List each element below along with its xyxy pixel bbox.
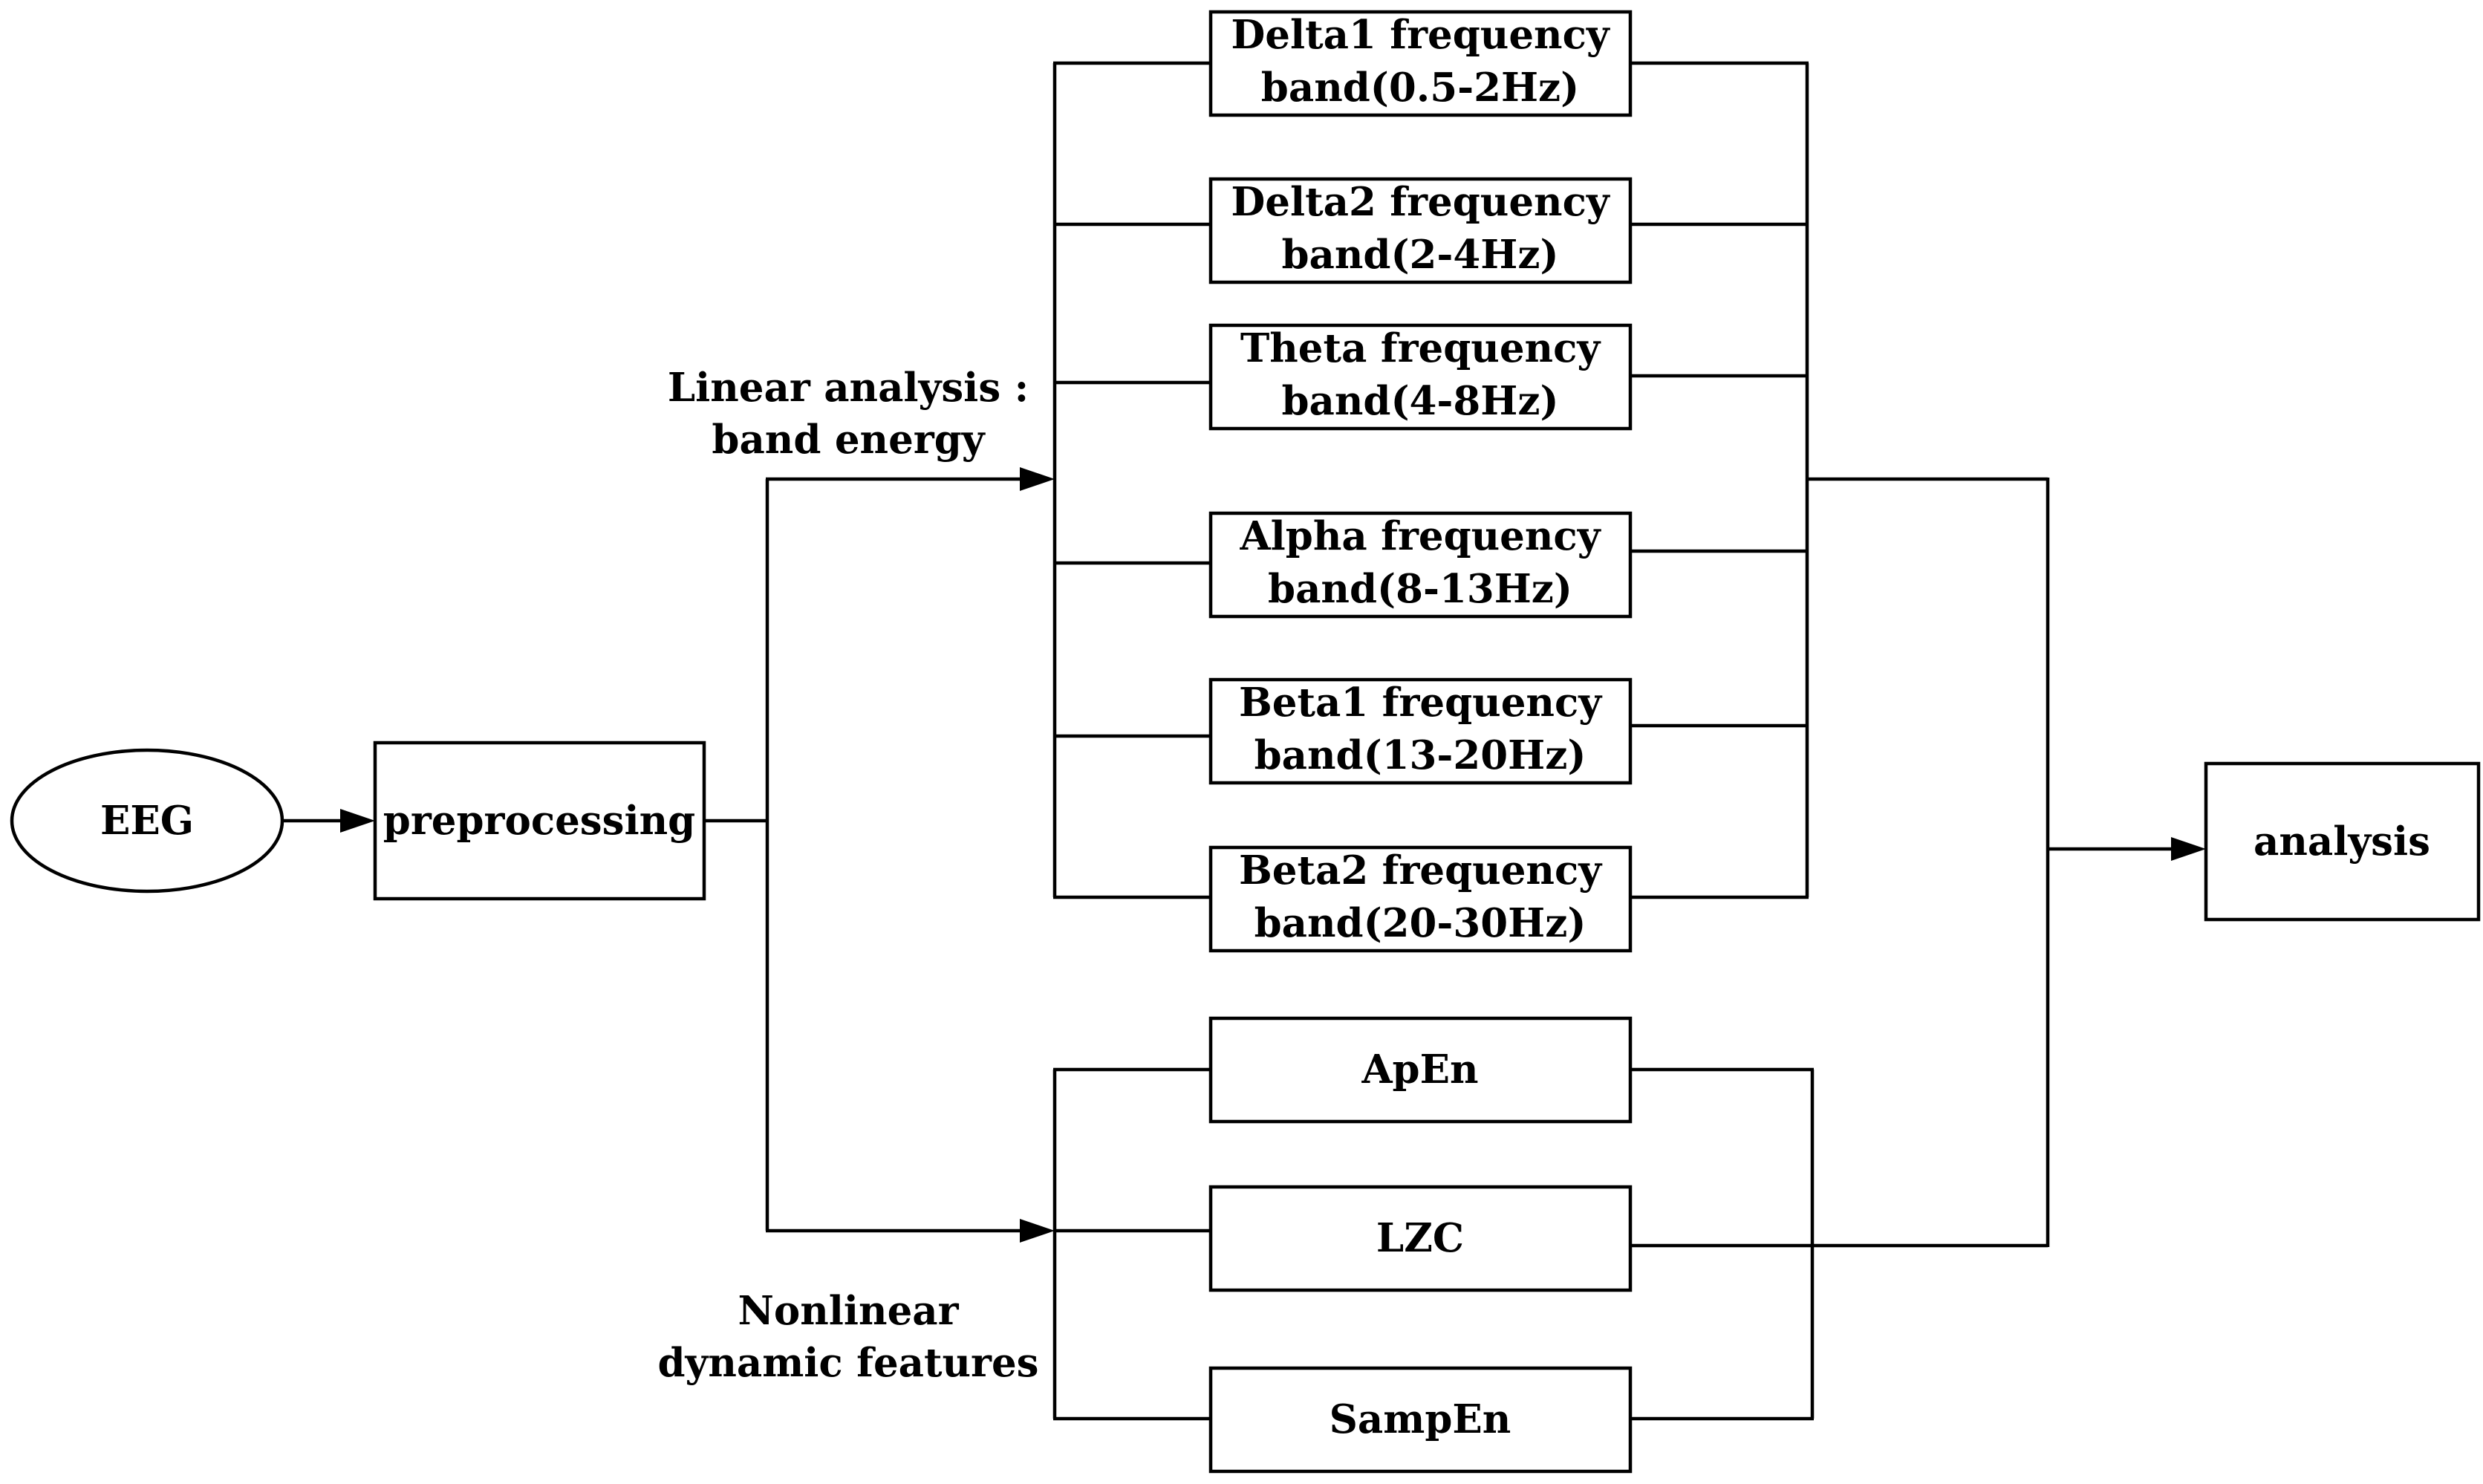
nonlinear-label-line2: dynamic features <box>657 1340 1038 1386</box>
feature-apen-label: ApEn <box>1361 1047 1478 1093</box>
band-theta-box <box>1208 323 1633 431</box>
feature-apen-box <box>1208 1016 1633 1124</box>
arrowhead-nonlinear <box>1020 1219 1055 1243</box>
feature-sampen-box <box>1208 1366 1633 1474</box>
preprocessing-node: preprocessing <box>373 741 706 901</box>
eeg-ellipse <box>10 748 284 894</box>
band-alpha-box <box>1208 511 1633 619</box>
band-theta-line2: band(4-8Hz) <box>1281 378 1558 424</box>
linear-analysis-label: Linear analysis : band energy <box>668 365 1029 463</box>
band-beta2-line1: Beta2 frequency <box>1239 847 1603 894</box>
arrowhead-analysis <box>2171 837 2206 861</box>
band-beta2-box <box>1208 845 1633 953</box>
band-delta1: Delta1 frequency band(0.5-2Hz) <box>1208 10 1633 117</box>
nonlinear-label-line1: Nonlinear <box>738 1288 959 1334</box>
band-beta1-line1: Beta1 frequency <box>1239 680 1603 726</box>
analysis-label: analysis <box>2253 819 2430 865</box>
feature-sampen-label: SampEn <box>1330 1396 1511 1442</box>
band-beta1-box <box>1208 677 1633 785</box>
eeg-label: EEG <box>100 798 194 844</box>
band-delta2-line2: band(2-4Hz) <box>1281 232 1558 278</box>
arrowhead-linear <box>1020 467 1055 491</box>
preprocessing-label: preprocessing <box>383 798 695 844</box>
feature-lzc-label: LZC <box>1376 1215 1464 1261</box>
band-alpha-line1: Alpha frequency <box>1240 513 1602 559</box>
band-delta1-box <box>1208 10 1633 117</box>
band-alpha: Alpha frequency band(8-13Hz) <box>1208 511 1633 619</box>
connectors <box>282 61 2206 1421</box>
band-delta1-line1: Delta1 frequency <box>1231 12 1611 58</box>
arrowhead-preprocessing <box>340 809 375 833</box>
feature-lzc-box <box>1208 1185 1633 1292</box>
band-delta2: Delta2 frequency band(2-4Hz) <box>1208 177 1633 284</box>
band-theta: Theta frequency band(4-8Hz) <box>1208 323 1633 431</box>
band-alpha-line2: band(8-13Hz) <box>1268 566 1572 612</box>
linear-label-line1: Linear analysis : <box>668 365 1029 411</box>
band-beta1-line2: band(13-20Hz) <box>1254 732 1587 778</box>
eeg-node: EEG <box>10 748 284 894</box>
band-beta2-line2: band(20-30Hz) <box>1254 900 1587 946</box>
preprocessing-box <box>373 741 706 901</box>
analysis-node: analysis <box>2204 761 2481 922</box>
band-theta-line1: Theta frequency <box>1240 325 1602 371</box>
band-beta2: Beta2 frequency band(20-30Hz) <box>1208 845 1633 953</box>
analysis-box <box>2204 761 2481 922</box>
band-delta1-line2: band(0.5-2Hz) <box>1261 65 1579 111</box>
feature-sampen: SampEn <box>1208 1366 1633 1474</box>
linear-label-line2: band energy <box>712 417 986 463</box>
nonlinear-features-label: Nonlinear dynamic features <box>657 1288 1038 1386</box>
feature-lzc: LZC <box>1208 1185 1633 1292</box>
band-beta1: Beta1 frequency band(13-20Hz) <box>1208 677 1633 785</box>
feature-apen: ApEn <box>1208 1016 1633 1124</box>
band-delta2-line1: Delta2 frequency <box>1231 179 1611 225</box>
band-delta2-box <box>1208 177 1633 284</box>
